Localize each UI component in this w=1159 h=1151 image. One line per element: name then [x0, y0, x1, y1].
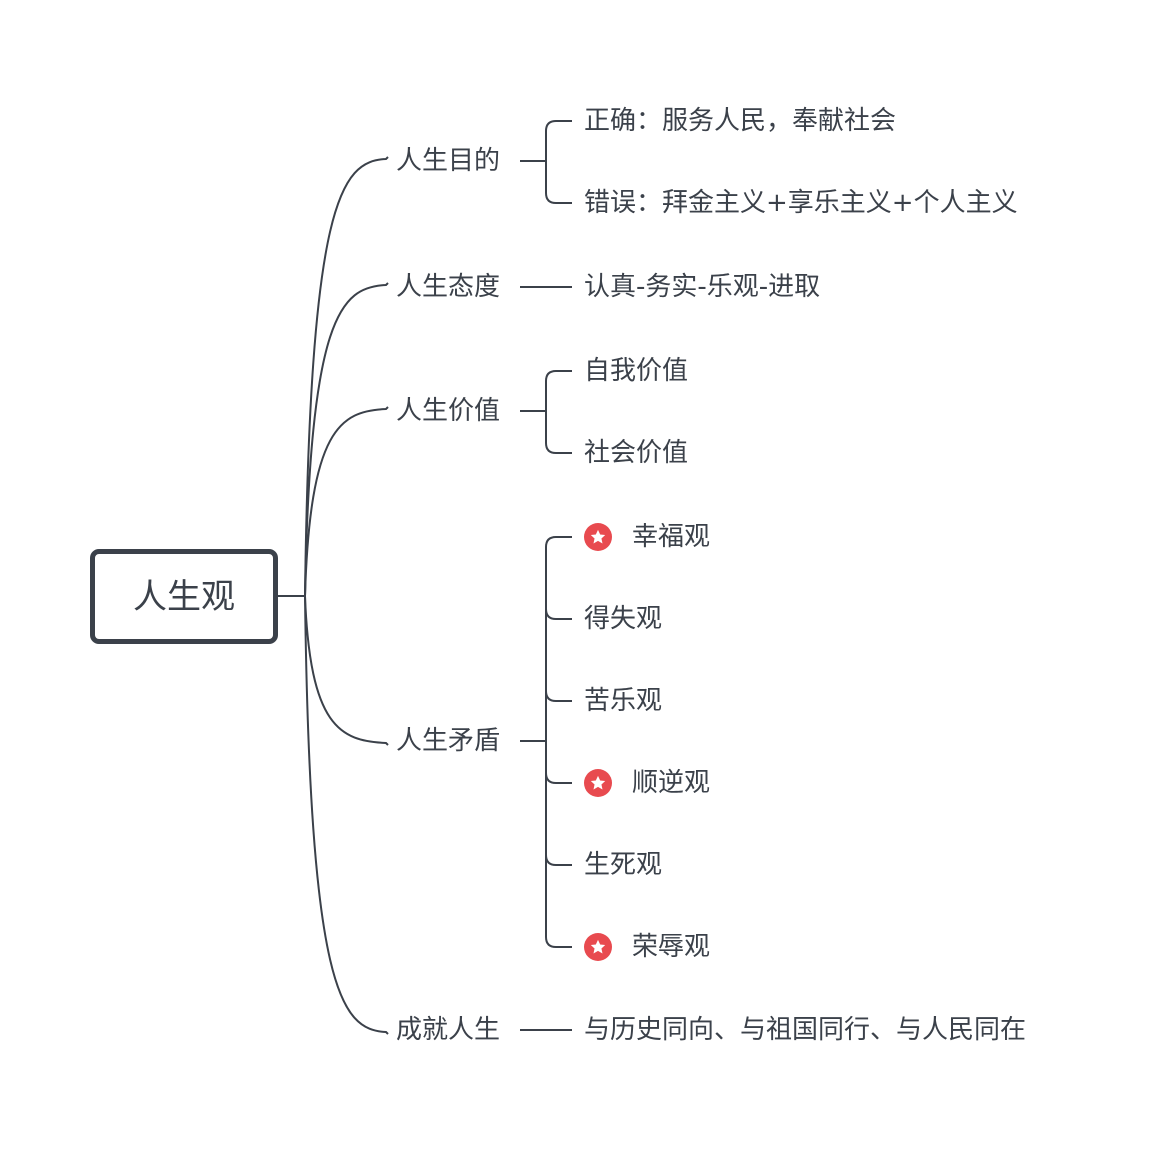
- branch-label: 成就人生: [396, 1015, 501, 1045]
- root-node[interactable]: 人生观: [90, 549, 278, 644]
- branch-connector-2: [304, 406, 389, 597]
- child-node-3-3[interactable]: 顺逆观: [584, 769, 710, 797]
- child-label: 与历史同向、与祖国同行、与人民同在: [584, 1015, 1027, 1045]
- child-node-3-2[interactable]: 苦乐观: [584, 688, 662, 714]
- child-node-0-1[interactable]: 错误：拜金主义+享乐主义+个人主义: [584, 190, 1018, 216]
- branch-node-3[interactable]: 人生矛盾: [396, 728, 500, 754]
- bracket-3: [545, 536, 572, 948]
- branch-label: 人生价值: [396, 396, 501, 426]
- child-label: 苦乐观: [584, 686, 663, 716]
- bracket-0: [545, 120, 572, 204]
- bracket-tick-3-1: [545, 608, 572, 620]
- child-label: 认真-务实-乐观-进取: [584, 272, 821, 302]
- branch-connector-3: [304, 595, 389, 746]
- branch-connector-1: [304, 282, 389, 597]
- child-node-3-5[interactable]: 荣辱观: [584, 933, 710, 961]
- child-node-0-0[interactable]: 正确：服务人民，奉献社会: [584, 108, 896, 134]
- child-node-3-4[interactable]: 生死观: [584, 852, 662, 878]
- star-icon: [584, 769, 612, 797]
- bracket-tick-3-3: [545, 772, 572, 784]
- child-label: 生死观: [584, 850, 663, 880]
- child-node-3-1[interactable]: 得失观: [584, 606, 662, 632]
- child-node-3-0[interactable]: 幸福观: [584, 523, 710, 551]
- child-node-1-0[interactable]: 认真-务实-乐观-进取: [584, 274, 820, 300]
- branch-node-4[interactable]: 成就人生: [396, 1017, 500, 1043]
- child-node-2-1[interactable]: 社会价值: [584, 440, 688, 466]
- branch-node-1[interactable]: 人生态度: [396, 274, 500, 300]
- child-label: 顺逆观: [632, 768, 711, 798]
- bracket-2: [545, 370, 572, 454]
- branch-node-2[interactable]: 人生价值: [396, 398, 500, 424]
- child-label: 正确：服务人民，奉献社会: [584, 106, 897, 136]
- branch-label: 人生目的: [396, 146, 501, 176]
- child-node-2-0[interactable]: 自我价值: [584, 358, 688, 384]
- child-label: 自我价值: [584, 356, 689, 386]
- child-node-4-0[interactable]: 与历史同向、与祖国同行、与人民同在: [584, 1017, 1026, 1043]
- child-label: 得失观: [584, 604, 663, 634]
- child-label: 社会价值: [584, 438, 689, 468]
- bracket-tick-3-4: [545, 854, 572, 866]
- star-icon: [584, 933, 612, 961]
- bracket-tick-3-2: [545, 690, 572, 702]
- child-label: 荣辱观: [632, 932, 711, 962]
- branch-label: 人生态度: [396, 272, 501, 302]
- branch-node-0[interactable]: 人生目的: [396, 148, 500, 174]
- branch-connector-0: [304, 156, 389, 597]
- star-icon: [584, 523, 612, 551]
- root-label: 人生观: [133, 576, 235, 617]
- child-label: 幸福观: [632, 522, 711, 552]
- child-label: 错误：拜金主义+享乐主义+个人主义: [584, 188, 1018, 218]
- branch-label: 人生矛盾: [396, 726, 501, 756]
- branch-connector-4: [304, 595, 389, 1035]
